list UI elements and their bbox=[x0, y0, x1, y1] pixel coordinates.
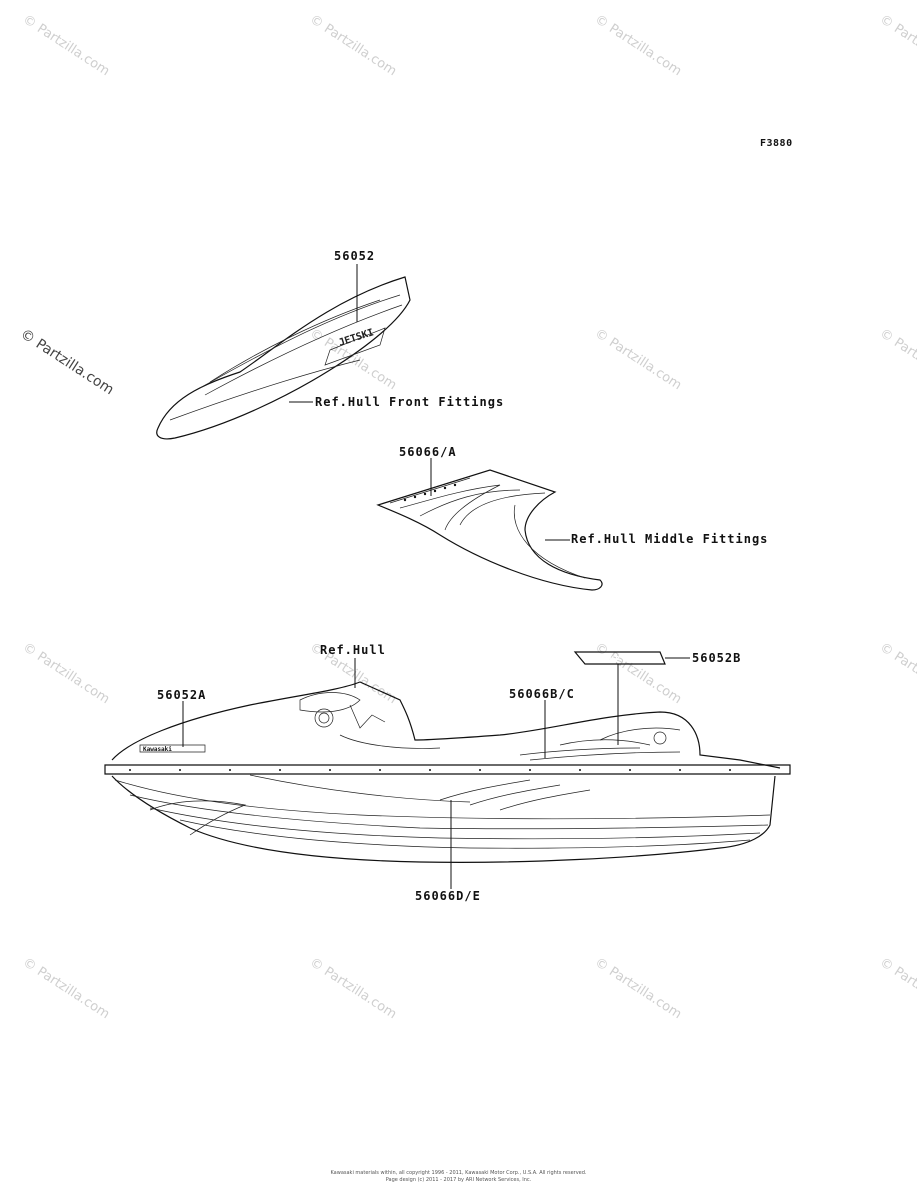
rear-deck-decal: JETSKI bbox=[573, 651, 666, 665]
callout-56052: 56052 bbox=[334, 249, 376, 263]
rear-decal-logo-art: JETSKI bbox=[590, 655, 619, 664]
callout-56066de: 56066D/E bbox=[415, 889, 481, 903]
callout-ref-hull: Ref.Hull bbox=[320, 643, 386, 657]
copyright-line-1: Kawasaki materials within, all copyright… bbox=[330, 1170, 587, 1176]
copyright-line-2: Page design (c) 2011 - 2017 by ARI Netwo… bbox=[385, 1177, 532, 1183]
figure-code: F3880 bbox=[760, 138, 793, 149]
decal-logo-art: JETSKI bbox=[338, 327, 376, 349]
hull-drawing: Kawasaki bbox=[104, 681, 791, 863]
callout-56052b: 56052B bbox=[692, 651, 742, 665]
callout-56066bc: 56066B/C bbox=[509, 687, 575, 701]
callout-ref-hull-front-fittings: Ref.Hull Front Fittings bbox=[315, 395, 505, 409]
callout-56052a: 56052A bbox=[157, 688, 207, 702]
hull-logo-art: Kawasaki bbox=[143, 746, 172, 753]
leader-lines bbox=[182, 264, 690, 889]
callout-56066a: 56066/A bbox=[399, 445, 457, 459]
front-deck-decal: JETSKI bbox=[156, 276, 411, 440]
callout-ref-hull-middle-fittings: Ref.Hull Middle Fittings bbox=[571, 532, 769, 546]
middle-side-decal bbox=[376, 469, 603, 591]
